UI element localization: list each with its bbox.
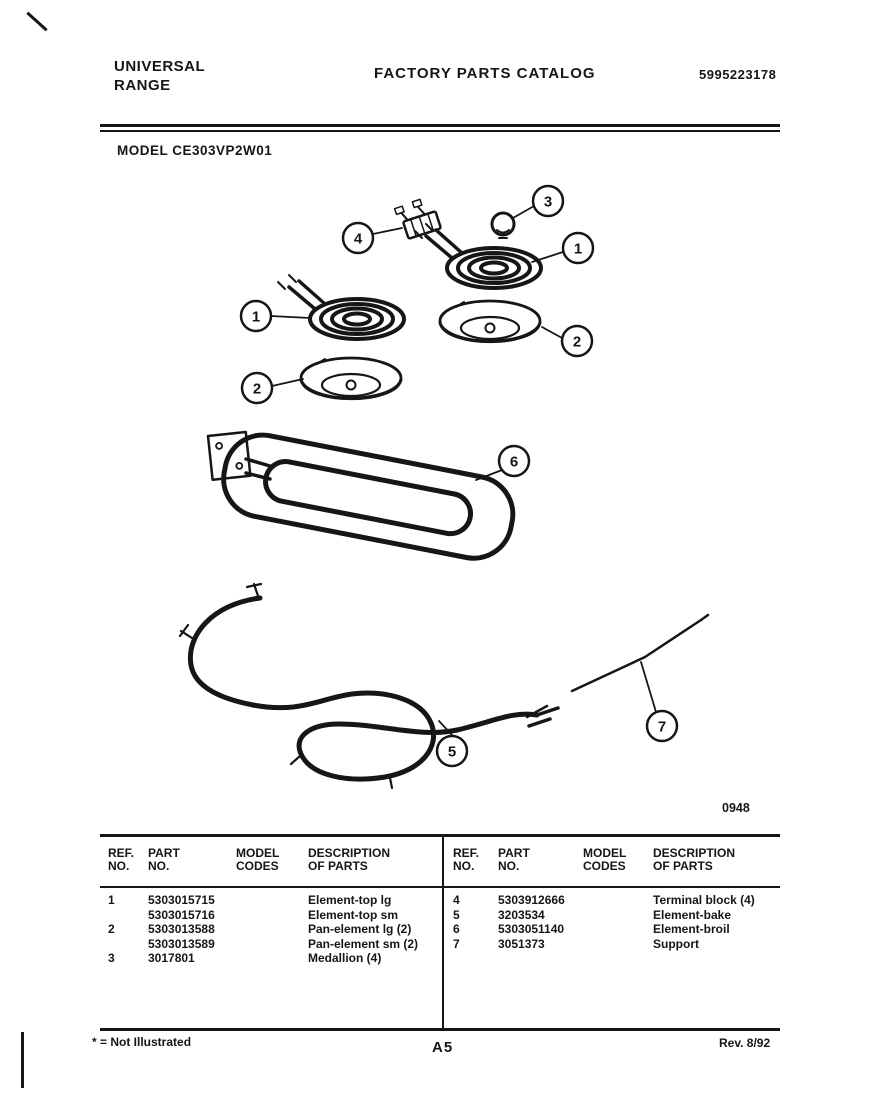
parts-diagram: 1 1 2 2 3 4 5 6 7 [100, 168, 780, 828]
callout-4: 4 [341, 221, 375, 255]
terminal-block [393, 198, 442, 240]
part-description: Element-top lg [308, 893, 392, 907]
ref-no: 2 [108, 922, 115, 936]
ref-no [108, 908, 148, 923]
part-no: 5303015715 [148, 893, 215, 907]
model-codes [236, 922, 308, 937]
part-description: Pan-element lg (2) [308, 922, 412, 936]
callout-number: 6 [510, 454, 518, 471]
callout-2-left: 2 [240, 371, 274, 405]
table-top-rule [100, 834, 780, 837]
registration-mark-bottom-left [21, 1032, 24, 1088]
callout-number: 5 [448, 744, 456, 761]
part-no: 3203534 [498, 907, 545, 922]
model-codes [583, 922, 653, 937]
part-no: 5303013589 [148, 936, 215, 951]
brand-line1: UNIVERSAL [114, 58, 206, 75]
callout-number: 1 [252, 309, 260, 326]
part-description: Support [653, 936, 699, 951]
model-codes [583, 893, 653, 908]
registration-mark-top-left [26, 11, 48, 32]
part-no: 5303013588 [148, 922, 215, 936]
ref-no: 7 [453, 936, 460, 951]
table-bottom-rule [100, 1028, 780, 1031]
callout-6: 6 [497, 444, 531, 478]
surface-element-left [276, 273, 406, 341]
model-codes [236, 937, 308, 952]
part-description: Element-bake [653, 907, 732, 922]
callout-1-left: 1 [239, 299, 273, 333]
part-description: Element-broil [653, 922, 730, 936]
ref-no: 5 [453, 907, 460, 922]
part-no: 5303912666 [498, 893, 565, 907]
ref-no: 6 [453, 922, 460, 936]
callout-number: 2 [573, 334, 581, 351]
callout-7: 7 [645, 709, 679, 743]
part-description: Medallion (4) [308, 951, 382, 965]
medallion [490, 211, 516, 239]
col-header-ref: REF.NO. [453, 846, 480, 873]
broiler-parts-drawing: 1 1 2 2 3 4 5 6 7 [178, 184, 710, 790]
model-codes [583, 937, 653, 952]
table-header-rule [100, 886, 780, 888]
part-no: 3051373 [498, 936, 545, 951]
publication-number: 5995223178 [699, 67, 777, 82]
parts-table-left: 1 5303015715 Element-top lg 5303015716 E… [108, 893, 442, 966]
callout-number: 3 [544, 194, 552, 211]
model-number: MODEL CE303VP2W01 [117, 143, 273, 158]
catalog-title: FACTORY PARTS CATALOG [374, 65, 596, 82]
callout-number: 1 [574, 241, 582, 258]
part-description: Element-top sm [308, 907, 399, 922]
part-no: 3017801 [148, 951, 195, 965]
surface-element-right [413, 222, 543, 290]
ref-no: 3 [108, 951, 115, 965]
support-rod [525, 613, 710, 719]
ref-no: 1 [108, 893, 115, 907]
model-codes [236, 908, 308, 923]
callout-number: 4 [354, 231, 363, 248]
page-number: A5 [432, 1039, 454, 1056]
brand-line2: RANGE [114, 77, 171, 94]
model-codes [583, 908, 653, 923]
drip-pan-left [299, 356, 403, 401]
table-column-divider [442, 834, 444, 1030]
bake-element [206, 430, 516, 561]
not-illustrated-note: * = Not Illustrated [92, 1035, 192, 1049]
brand-name: UNIVERSAL RANGE [114, 57, 205, 95]
ref-no [108, 937, 148, 952]
callout-1-right: 1 [561, 231, 595, 265]
col-header-ref: REF.NO. [108, 846, 135, 873]
model-codes [236, 951, 308, 966]
header-rule-thin [100, 130, 780, 132]
drip-pan-right [438, 299, 542, 344]
figure-code: 0948 [722, 801, 750, 815]
callout-number: 7 [658, 719, 666, 736]
model-codes [236, 893, 308, 908]
callout-5: 5 [435, 734, 469, 768]
part-no: 5303051140 [498, 922, 565, 936]
part-description: Terminal block (4) [653, 893, 755, 907]
callout-number: 2 [253, 381, 261, 398]
part-description: Pan-element sm (2) [308, 936, 419, 951]
revision-label: Rev. 8/92 [719, 1036, 771, 1050]
callout-3: 3 [531, 184, 565, 218]
callout-2-right: 2 [560, 324, 594, 358]
broil-element [178, 582, 560, 790]
ref-no: 4 [453, 893, 460, 907]
callout-leaders [270, 205, 657, 736]
part-no: 5303015716 [148, 907, 215, 922]
parts-table-right: 4 5303912666 Terminal block (4) 5 320353… [453, 893, 778, 951]
header-rule-thick [100, 124, 780, 127]
